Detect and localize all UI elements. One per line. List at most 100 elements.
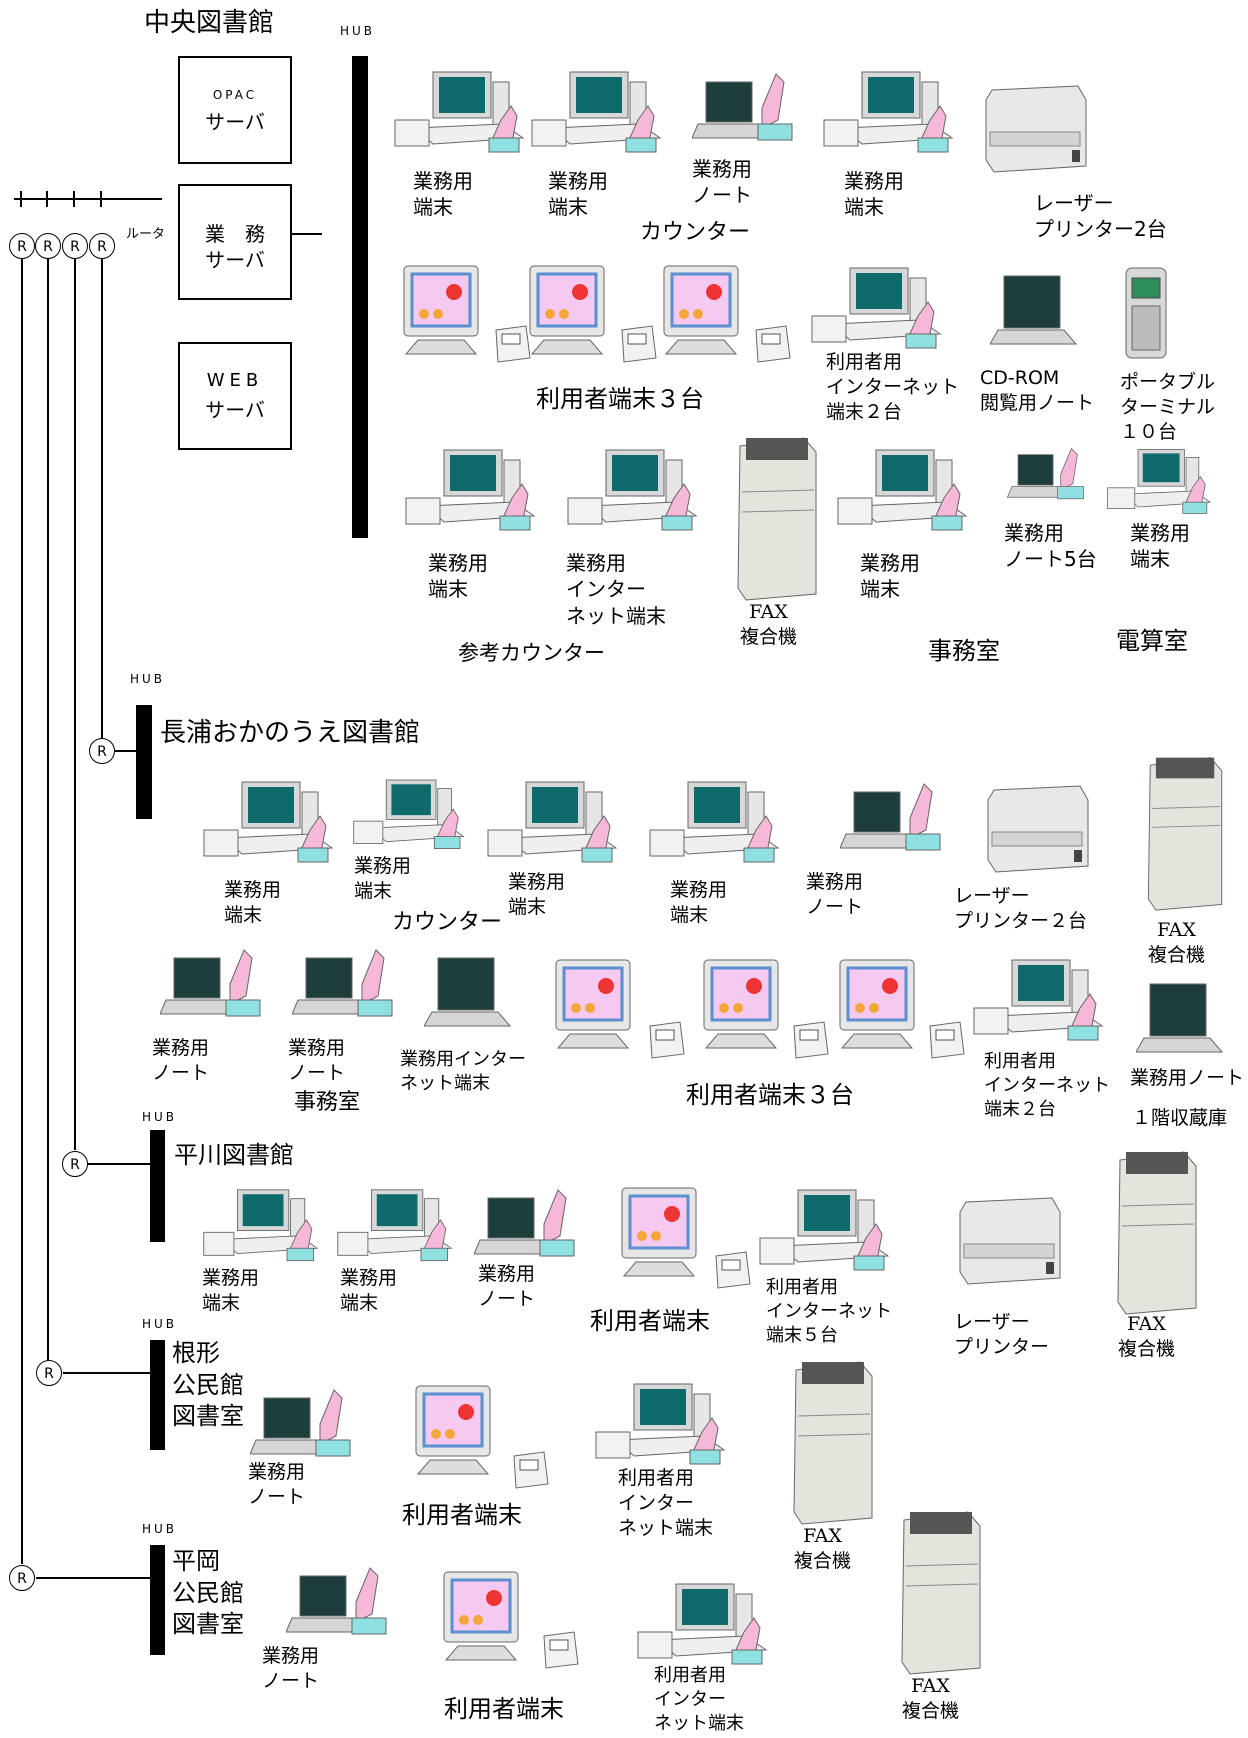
- negata-note-label: 業務用 ノート: [248, 1461, 306, 1509]
- public-terminal-icon: [555, 959, 631, 1049]
- nagaura-office-label: 事務室: [294, 1090, 361, 1115]
- receipt-printer-icon: [793, 1021, 829, 1059]
- laptop-scanner-icon: [160, 949, 261, 1017]
- public-terminal-icon: [621, 1187, 697, 1277]
- central-computer-room-label: 電算室: [1116, 627, 1188, 655]
- nagaura-link: [113, 750, 137, 752]
- central-office-dev1-label: 業務用 端末: [860, 551, 920, 602]
- central-printer-label: レーザー プリンター2台: [1034, 191, 1167, 242]
- backbone-tick: [73, 191, 75, 207]
- central-hub-label: HUB: [340, 24, 376, 38]
- opac-server-line2: サーバ: [205, 110, 265, 134]
- central-computer-room-dev-label: 業務用 端末: [1130, 521, 1190, 572]
- hiraoka-link: [36, 1577, 150, 1579]
- hirakawa-hub-label: HUB: [142, 1110, 178, 1124]
- negata-fax-label: FAX 複合機: [794, 1525, 852, 1573]
- receipt-printer-icon: [621, 325, 657, 363]
- receipt-printer-icon: [715, 1251, 751, 1289]
- workstation-icon: [1107, 449, 1212, 514]
- workstation-icon: [837, 449, 968, 531]
- public-terminal-icon: [703, 959, 779, 1049]
- router-1: R: [9, 233, 35, 259]
- nagaura-title: 長浦おかのうえ図書館: [160, 718, 421, 748]
- router-4: R: [89, 233, 115, 259]
- laser-printer-icon: [985, 85, 1087, 173]
- web-server: WEB サーバ: [178, 342, 292, 450]
- line-to-nagaura: [101, 244, 103, 738]
- fax-copier-icon: [1117, 1151, 1197, 1315]
- line-to-hirakawa: [74, 244, 76, 1150]
- workstation-icon: [531, 71, 662, 153]
- line-to-negata: [47, 244, 49, 1372]
- fax-copier-icon: [1147, 757, 1223, 911]
- workstation-icon: [759, 1189, 890, 1271]
- hirakawa-terminal-label: 利用者端末: [590, 1307, 710, 1335]
- public-terminal-icon: [443, 1571, 519, 1661]
- workstation-icon: [649, 781, 780, 863]
- backbone-tick: [20, 191, 22, 207]
- hiraoka-note-label: 業務用 ノート: [262, 1645, 320, 1693]
- business-server: 業 務 サーバ: [178, 184, 292, 300]
- business-server-line1: 業 務: [205, 222, 265, 246]
- laptop-icon: [1136, 983, 1224, 1053]
- laptop-scanner-icon: [292, 949, 393, 1017]
- receipt-printer-icon: [649, 1021, 685, 1059]
- central-counter-dev1-label: 業務用 端末: [413, 169, 473, 220]
- central-cdrom-label: CD-ROM 閲覧用ノート: [980, 367, 1095, 415]
- workstation-icon: [823, 71, 954, 153]
- nagaura-office-internet-label: 業務用インター ネット端末: [400, 1049, 526, 1094]
- hirakawa-hub: [150, 1130, 165, 1242]
- central-title: 中央図書館: [144, 8, 275, 38]
- central-counter-dev3-label: 業務用 ノート: [692, 157, 752, 208]
- nagaura-storage-note-label: 業務用ノート: [1130, 1067, 1245, 1089]
- laptop-scanner-icon: [1006, 447, 1084, 500]
- hirakawa-dev2-label: 業務用 端末: [340, 1267, 398, 1315]
- router-3: R: [62, 233, 88, 259]
- negata-link: [63, 1372, 150, 1374]
- hiraoka-title: 平岡 公民館 図書室: [172, 1547, 244, 1639]
- laptop-scanner-icon: [474, 1189, 575, 1257]
- workstation-icon: [637, 1583, 768, 1665]
- central-fax-label: FAX 複合機: [740, 601, 798, 649]
- fax-copier-icon: [737, 437, 817, 601]
- backbone-line: [14, 198, 162, 200]
- backbone-tick: [100, 191, 102, 207]
- hiraoka-terminal-label: 利用者端末: [444, 1695, 564, 1723]
- central-ref-dev2-label: 業務用 インター ネット端末: [566, 551, 666, 628]
- nagaura-internet-label: 利用者用 インターネット 端末２台: [984, 1051, 1110, 1120]
- workstation-icon: [487, 781, 618, 863]
- hiraoka-internet-label: 利用者用 インター ネット端末: [654, 1665, 744, 1734]
- negata-hub: [150, 1340, 165, 1450]
- central-hub: [352, 56, 368, 538]
- nagaura-fax-label: FAX 複合機: [1148, 919, 1206, 967]
- laptop-scanner-icon: [286, 1567, 387, 1635]
- workstation-icon: [973, 959, 1104, 1041]
- receipt-printer-icon: [755, 325, 791, 363]
- opac-server-line1: OPAC: [212, 88, 258, 102]
- nagaura-hub-label: HUB: [130, 672, 166, 686]
- workstation-icon: [394, 71, 525, 153]
- hirakawa-title: 平川図書館: [174, 1141, 294, 1169]
- central-internet-label: 利用者用 インターネット 端末２台: [826, 351, 960, 424]
- central-counter-label: カウンター: [640, 220, 751, 245]
- nagaura-dev1-label: 業務用 端末: [224, 879, 282, 927]
- receipt-printer-icon: [513, 1451, 549, 1489]
- central-public-terminals-label: 利用者端末３台: [536, 385, 704, 413]
- web-server-line1: WEB: [206, 370, 264, 391]
- public-terminal-icon: [839, 959, 915, 1049]
- nagaura-dev5-label: 業務用 ノート: [806, 871, 864, 919]
- workstation-icon: [337, 1189, 453, 1262]
- router-hirakawa: R: [62, 1151, 88, 1177]
- backbone-tick: [46, 191, 48, 207]
- negata-internet-label: 利用者用 インター ネット端末: [618, 1467, 714, 1540]
- workstation-icon: [203, 781, 334, 863]
- router-negata: R: [36, 1360, 62, 1386]
- router-2: R: [35, 233, 61, 259]
- laptop-icon: [990, 275, 1078, 345]
- router-hiraoka: R: [9, 1565, 35, 1591]
- laptop-scanner-icon: [840, 783, 941, 851]
- workstation-icon: [595, 1383, 726, 1465]
- nagaura-dev3-label: 業務用 端末: [508, 871, 566, 919]
- line-to-hiraoka: [21, 244, 23, 1564]
- central-reference-label: 参考カウンター: [458, 641, 605, 665]
